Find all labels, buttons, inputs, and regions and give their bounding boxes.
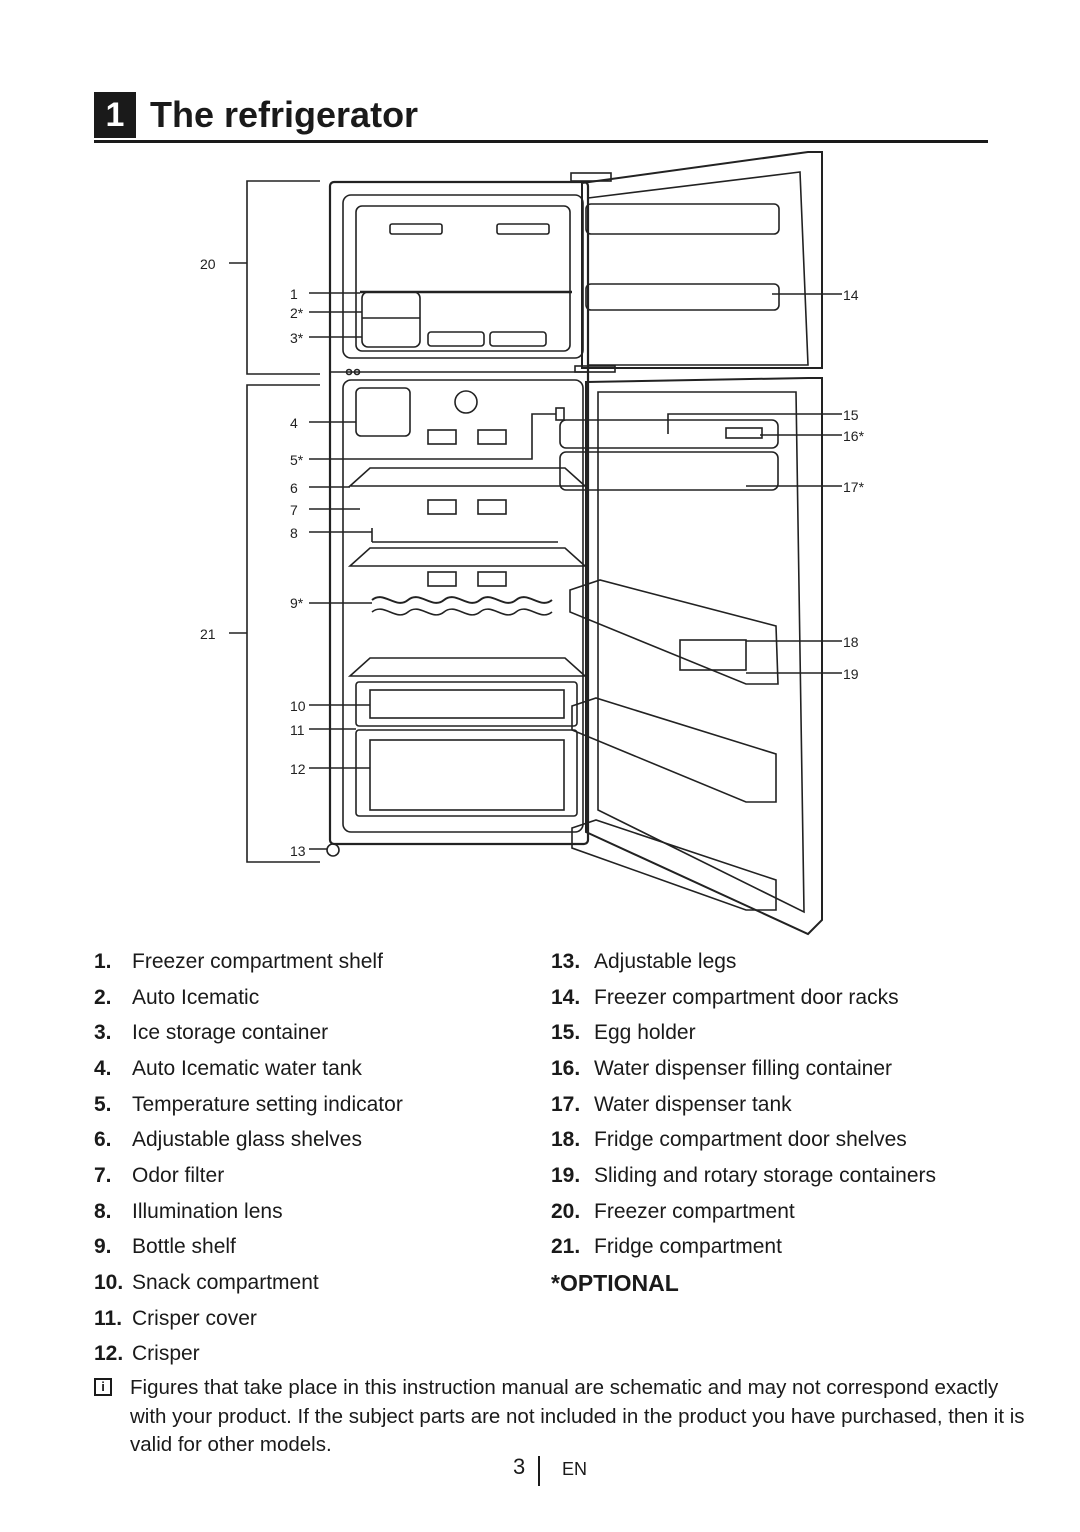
legend-item: 11.Crisper cover (94, 1306, 257, 1330)
footer-divider (538, 1456, 540, 1486)
callout-20: 20 (200, 256, 216, 272)
callout-7: 7 (290, 502, 298, 518)
note-text: Figures that take place in this instruct… (130, 1376, 1025, 1456)
info-icon: i (94, 1378, 112, 1396)
callout-18: 18 (843, 634, 859, 650)
legend-item: 2.Auto Icematic (94, 985, 260, 1009)
note: i Figures that take place in this instru… (94, 1374, 1034, 1460)
legend-item: 8.Illumination lens (94, 1199, 283, 1223)
legend-item: 18.Fridge compartment door shelves (551, 1128, 907, 1152)
callout-9: 9* (290, 595, 304, 611)
legend-item: 20.Freezer compartment (551, 1199, 795, 1223)
legend-item: 5.Temperature setting indicator (94, 1092, 403, 1116)
legend-item: 3.Ice storage container (94, 1021, 329, 1045)
legend-item: 15.Egg holder (551, 1021, 696, 1045)
legend-item: 9.Bottle shelf (94, 1235, 236, 1259)
legend-item: 1.Freezer compartment shelf (94, 949, 383, 973)
language-code: EN (562, 1459, 588, 1479)
callout-13: 13 (290, 843, 306, 859)
legend-item: 10.Snack compartment (94, 1271, 319, 1295)
optional-label: *OPTIONAL (551, 1269, 679, 1296)
callout-10: 10 (290, 698, 306, 714)
legend-item: 13.Adjustable legs (551, 949, 737, 973)
refrigerator-diagram: 20 21 1 2* 3* 4 5* 6 7 8 9* 10 11 12 13 … (200, 151, 865, 936)
legend-right: 13.Adjustable legs 14.Freezer compartmen… (551, 944, 991, 1301)
legend-item: 14.Freezer compartment door racks (551, 985, 899, 1009)
callout-17: 17* (843, 479, 865, 495)
callout-19: 19 (843, 666, 859, 682)
legend-item: 16.Water dispenser filling container (551, 1056, 893, 1080)
section-title: The refrigerator (150, 94, 419, 135)
callout-8: 8 (290, 525, 298, 541)
callout-5: 5* (290, 452, 304, 468)
callout-16: 16* (843, 428, 865, 444)
callout-6: 6 (290, 480, 298, 496)
page-footer: 3 EN (0, 1450, 1080, 1490)
page-number: 3 (513, 1454, 526, 1479)
callout-4: 4 (290, 415, 298, 431)
section-header: 1 The refrigerator (94, 92, 988, 143)
legend-item: 4.Auto Icematic water tank (94, 1056, 362, 1080)
callout-12: 12 (290, 761, 306, 777)
legend-left: 1.Freezer compartment shelf 2.Auto Icema… (94, 944, 514, 1372)
section-number: 1 (94, 92, 136, 138)
callout-2: 2* (290, 305, 304, 321)
callout-14: 14 (843, 287, 859, 303)
legend-item: 12.Crisper (94, 1342, 200, 1366)
legend-item: 21.Fridge compartment (551, 1235, 782, 1259)
legend-item: 17.Water dispenser tank (551, 1092, 792, 1116)
callout-11: 11 (290, 722, 305, 738)
callout-1: 1 (290, 286, 298, 302)
legend-item: 7.Odor filter (94, 1163, 225, 1187)
callout-21: 21 (200, 626, 216, 642)
legend-item: 19.Sliding and rotary storage containers (551, 1163, 937, 1187)
callout-3: 3* (290, 330, 304, 346)
callout-15: 15 (843, 407, 859, 423)
legend-item: 6.Adjustable glass shelves (94, 1128, 362, 1152)
